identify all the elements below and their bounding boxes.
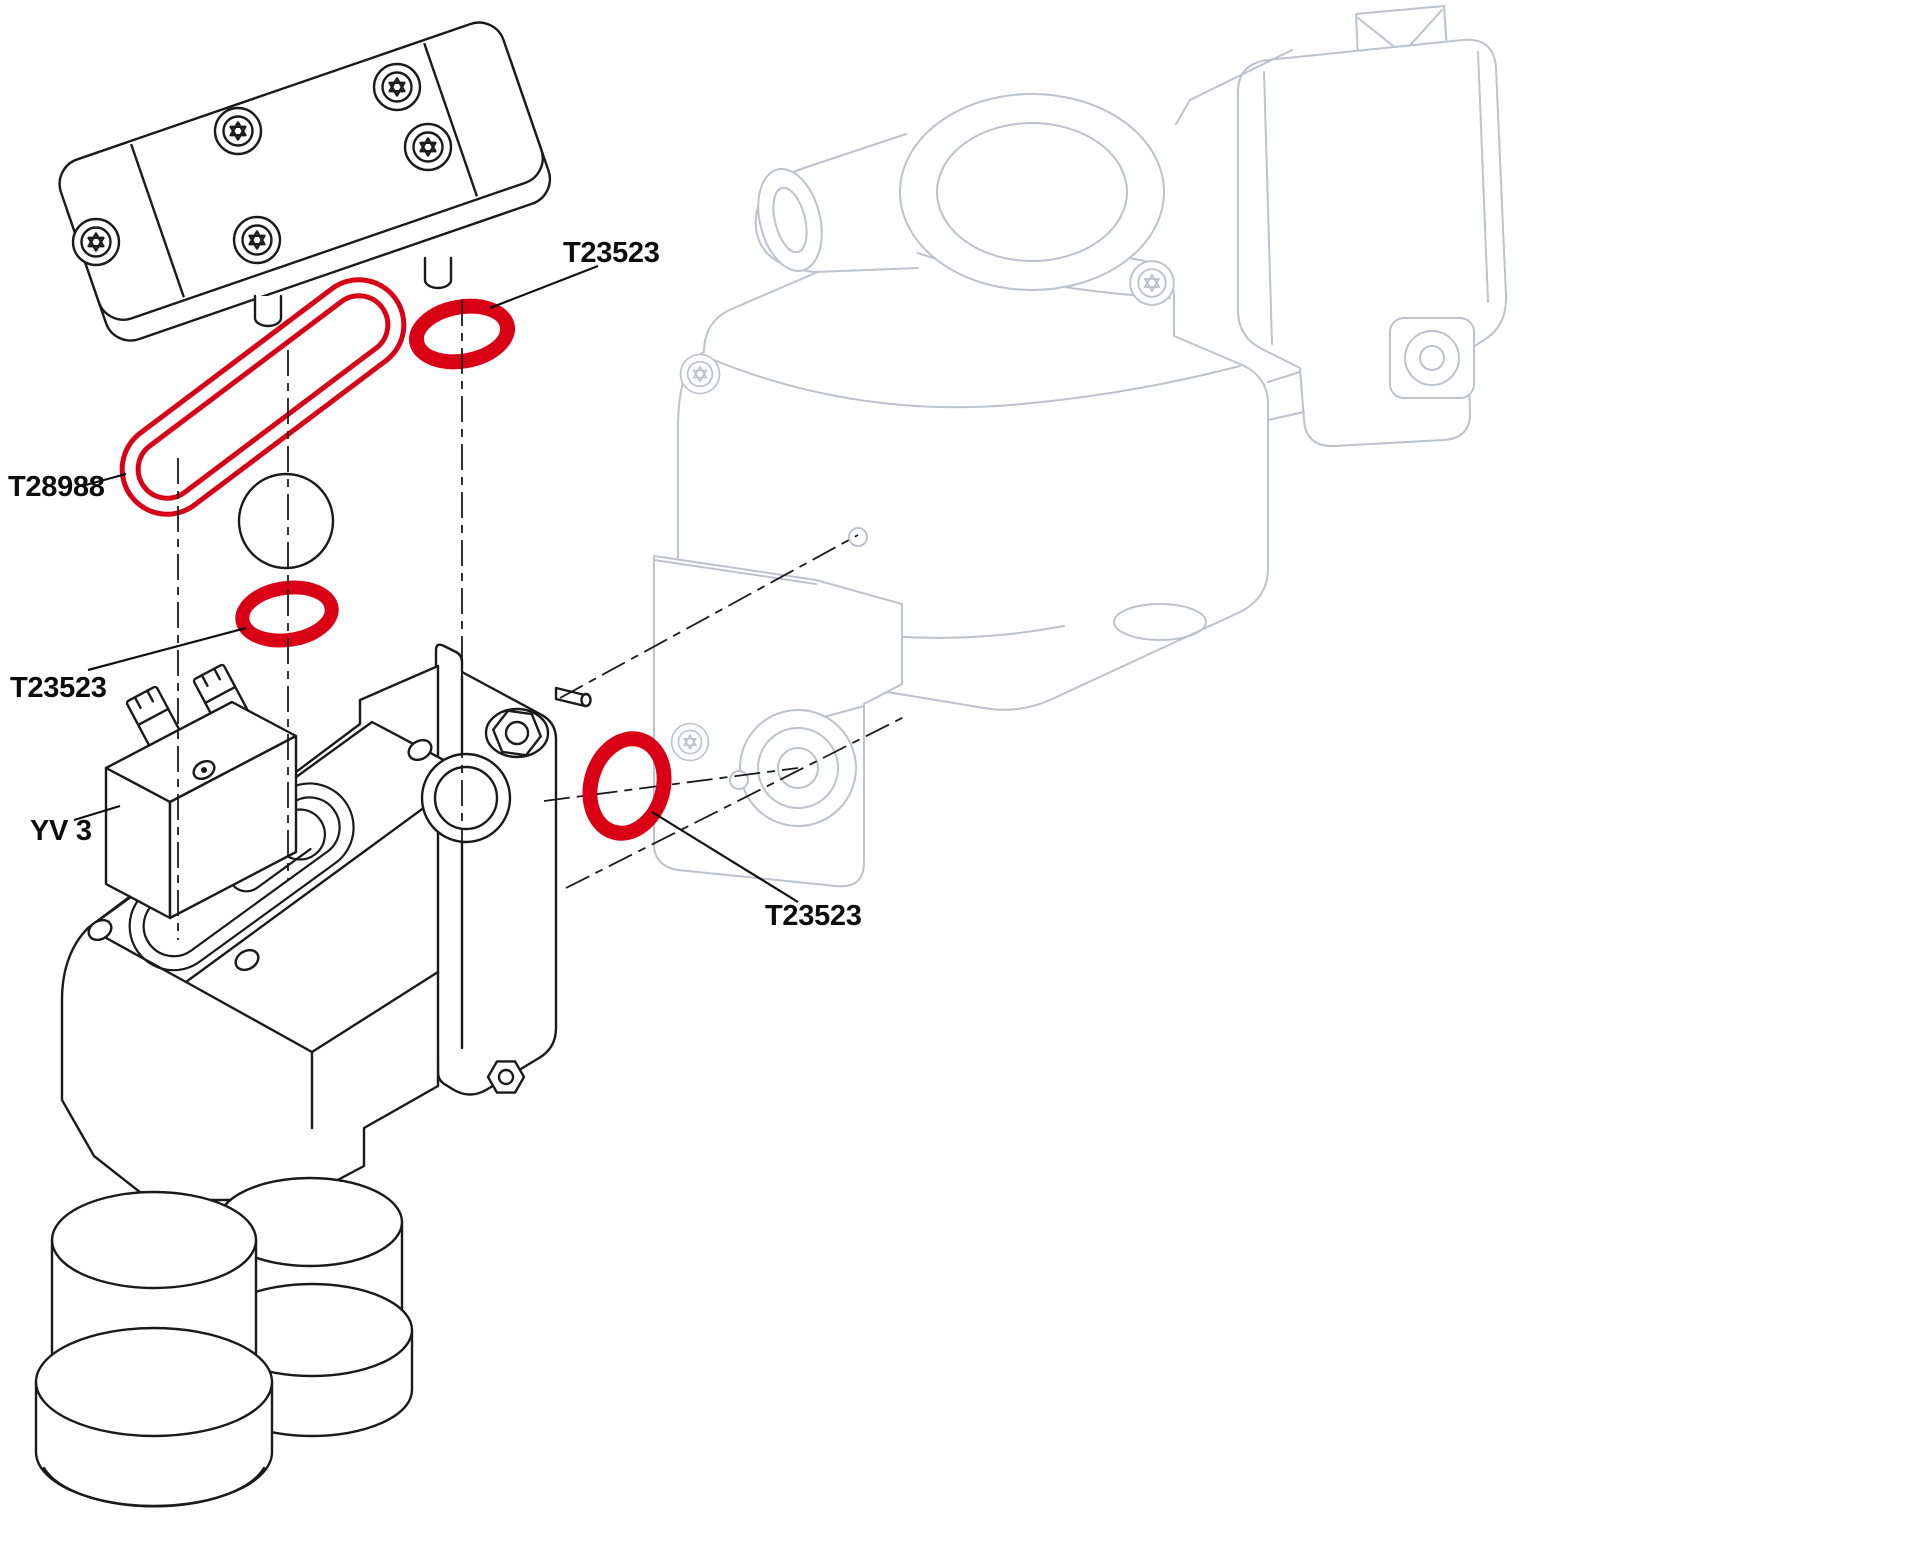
gasket-seal <box>119 277 407 517</box>
torx-screw <box>71 217 121 267</box>
oring-side <box>582 731 672 841</box>
label-oring-top: T23523 <box>563 237 660 269</box>
oring-mid <box>235 580 339 648</box>
torx-screw <box>232 215 282 265</box>
valve-mounting-plate <box>434 643 592 1096</box>
background-assembly <box>653 5 1508 888</box>
diaphragm-disc <box>237 472 335 570</box>
label-oring-side: T23523 <box>765 900 862 932</box>
torx-screw <box>372 62 422 112</box>
label-oring-mid: T23523 <box>10 672 107 704</box>
label-valve: YV 3 <box>30 815 92 847</box>
solenoid-connector <box>104 663 298 920</box>
hex-bolt <box>484 707 550 759</box>
torx-screw <box>213 106 263 156</box>
oring-seat-bore <box>420 752 512 844</box>
oring-top <box>408 298 516 370</box>
leader-lines <box>73 264 799 903</box>
assembly-axis-lines <box>177 300 907 940</box>
label-gasket: T28988 <box>8 471 105 503</box>
torx-screw <box>403 122 453 172</box>
cover-plate <box>58 21 552 342</box>
valve-port-cylinders <box>34 1176 414 1508</box>
